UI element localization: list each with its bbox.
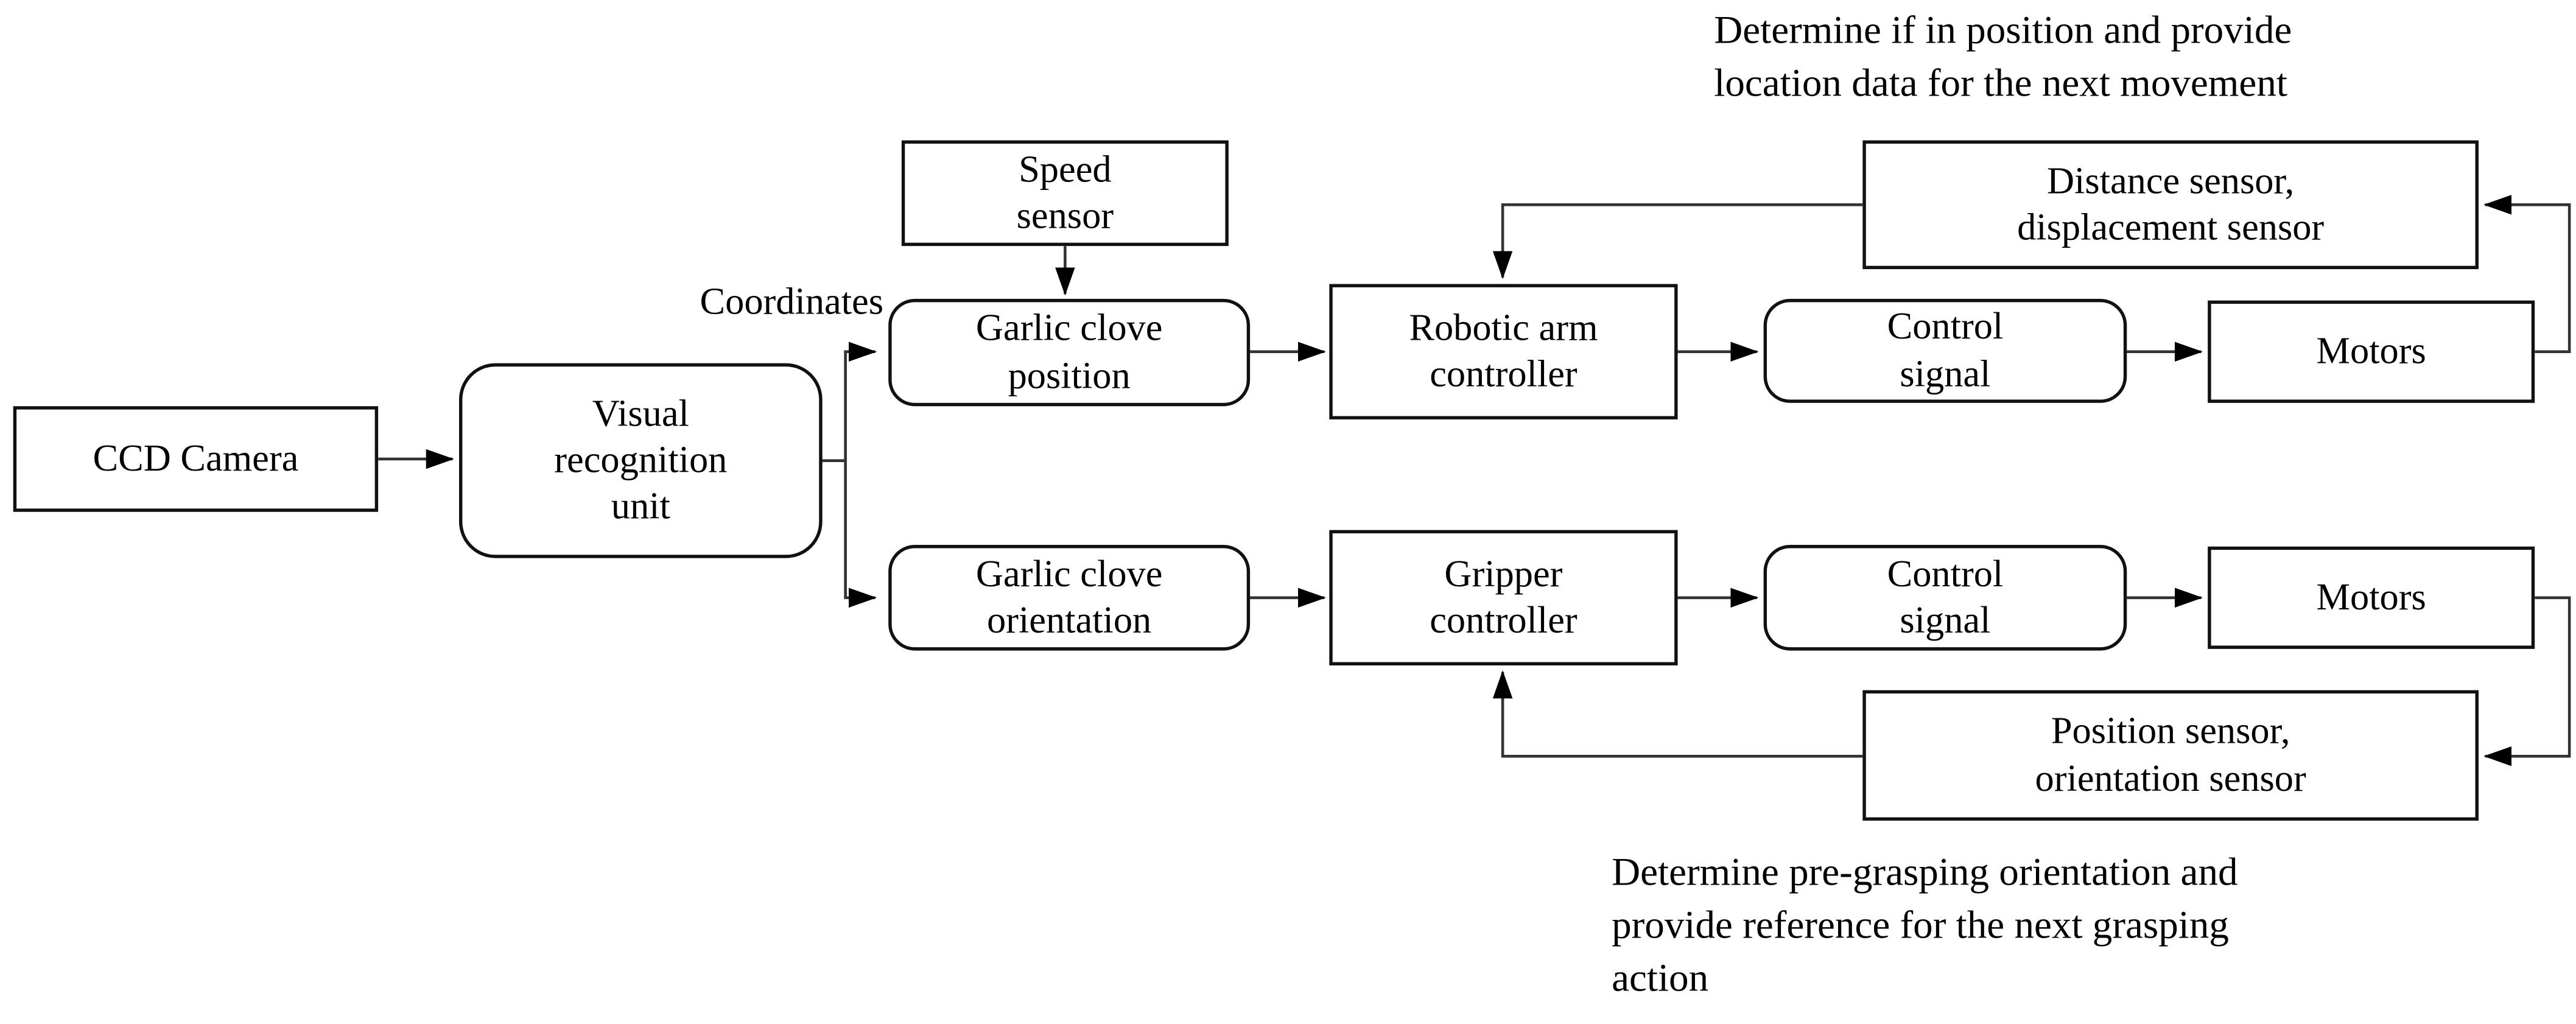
node-garlic-clove-orientation: Garlic clove orientation [888, 545, 1251, 651]
node-garlic-clove-position: Garlic clove position [888, 298, 1251, 407]
node-position-orientation-sensor: Position sensor, orientation sensor [1862, 690, 2479, 821]
node-motors-arm: Motors [2208, 300, 2535, 403]
node-control-signal-gripper: Control signal [1763, 545, 2127, 651]
annotation-bottom: Determine pre-grasping orientation and p… [1612, 852, 2238, 1001]
node-robotic-arm-controller: Robotic arm controller [1329, 284, 1678, 419]
node-visual-recognition-unit: Visual recognition unit [458, 363, 823, 558]
annotation-top: Determine if in position and provide loc… [1714, 10, 2292, 106]
node-ccd-camera: CCD Camera [13, 406, 379, 512]
edge-motors-to-position-sensor [2483, 596, 2571, 766]
node-distance-displacement-sensor: Distance sensor, displacement sensor [1862, 140, 2479, 270]
node-control-signal-arm: Control signal [1763, 298, 2127, 403]
node-speed-sensor: Speed sensor [901, 140, 1229, 247]
node-gripper-controller: Gripper controller [1329, 530, 1678, 666]
edge-distance-sensor-to-robotic [1492, 203, 1863, 279]
edge-motors-to-distance-sensor [2483, 195, 2571, 353]
node-motors-gripper: Motors [2208, 546, 2535, 649]
edge-visual-to-garlic-position [822, 342, 877, 463]
edge-visual-to-garlic-orientation [844, 460, 877, 608]
edge-position-sensor-to-gripper [1492, 670, 1863, 758]
edge-label-coordinates: Coordinates [700, 281, 884, 322]
